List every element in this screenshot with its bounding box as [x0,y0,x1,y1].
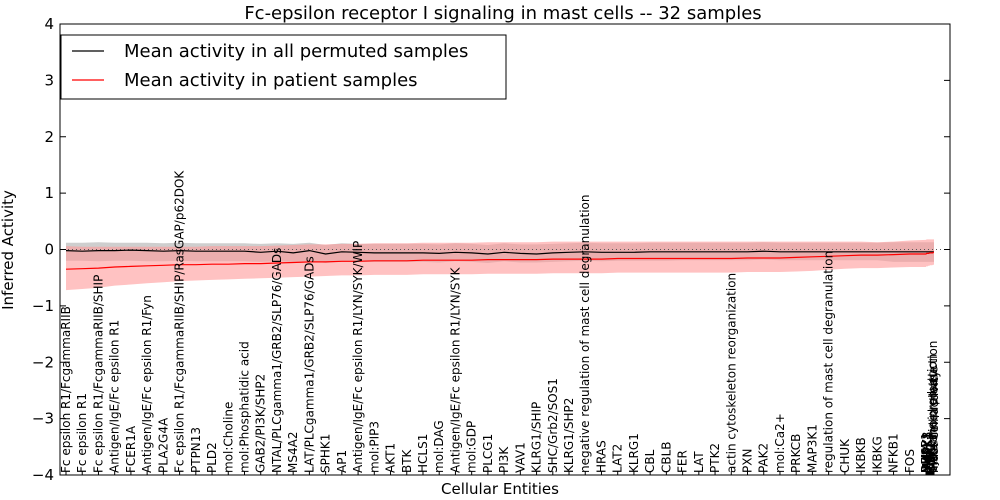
x-tick-label: IL3 [924,455,938,473]
x-tick-label: PTK2 [708,443,722,473]
x-tick-label: Antigen/IgE/Fc epsilon R1 [108,320,122,473]
x-tick-label: KLRG1/SHIP [530,402,544,473]
x-tick-label: IL13 [922,448,936,474]
x-tick-label: LAT/PLCgamma1/GRB2/SLP76/GADs [302,256,316,473]
x-tick-label: FER [676,450,690,473]
x-tick-label: IL5 [923,455,937,473]
x-tick-label: mast cell activity [927,370,941,473]
plot-frame [59,23,951,476]
y-tick-label: 4 [44,15,54,33]
x-tick-label: PXN [741,449,755,473]
x-tick-label: NFKB1 [887,433,901,473]
line-series-1 [65,251,934,270]
x-tick-label: negative regulation of mast cell degranu… [578,194,592,473]
x-tick-label: CHUK [838,438,852,473]
y-tick-label: 2 [44,128,54,146]
x-tick-label: CBLB [659,441,673,473]
legend: Mean activity in all permuted samplesMea… [60,34,507,100]
x-tick-label: HCLS1 [416,434,430,473]
x-tick-label: Antigen/IgE/Fc epsilon R1/LYN/SYK [448,266,462,473]
x-tick-label: PLCG1 [481,434,495,473]
line-series-0 [65,249,934,255]
x-tick-label: HRAS [595,440,609,473]
x-tick-label: NTAL/PLCgamma1/GRB2/SLP76/GADs [270,248,284,473]
x-tick-label: mol:GDP [465,421,479,473]
y-tick-label: 3 [44,71,54,89]
x-tick-label: SPHK1 [319,434,333,473]
series-lines [65,249,934,270]
y-axis-label: Inferred Activity [0,190,17,310]
y-tick-label: −3 [32,410,54,428]
x-tick-label: KLRG1 [627,433,641,473]
x-tick-label: cytokine production [925,354,939,473]
chart-title: Fc-epsilon receptor I signaling in mast … [244,3,761,24]
y-ticks: −4 −3 −2 −1 0 1 2 3 4 [32,15,950,484]
x-tick-label: regulation of mast cell degranulation [822,251,836,473]
y-tick-label: −1 [32,297,54,315]
x-tick-label: MAPK3 [921,432,935,473]
x-tick-label: mol:Choline [221,402,235,473]
x-tick-label: RELA [919,441,933,473]
x-tick-label: IKBKB [854,437,868,473]
x-tick-label: Fc epsilon R1 [75,393,89,473]
x-tick-label: Fc epsilon R1/FcgammaRIIB/SHIP/RasGAP/p6… [173,170,187,473]
x-tick-label: Fc epsilon R1/FcgammaRIIB [59,306,73,473]
x-tick-label: eicosanoid production [926,341,940,473]
x-tick-label: PTPN13 [189,427,203,473]
x-tick-label: mol:Ca2+ [773,413,787,473]
x-axis-label: Cellular Entities [441,480,559,498]
x-tick-label: Antigen/IgE/Fc epsilon R1/Fyn [140,295,154,473]
x-tick-label: histamine release [926,366,940,473]
x-tick-label: PLA2G4A [156,417,170,473]
x-tick-label: LAT2 [611,444,625,473]
x-tick-label: mol:PIP3 [367,421,381,473]
x-tick-label: MS4A2 [286,432,300,473]
y-tick-label: −2 [32,353,54,371]
y-tick-label: 0 [44,241,54,259]
legend-label: Mean activity in patient samples [124,70,418,91]
x-tick-label: BTK [400,448,414,473]
y-tick-label: −4 [32,466,54,484]
x-tick-label: PRKCB [789,434,803,473]
legend-label: Mean activity in all permuted samples [124,41,468,62]
x-tick-label: FOS [903,449,917,473]
x-tick-label: Antigen/IgE/Fc epsilon R1/LYN/SYK/WIP [351,241,365,473]
x-tick-label: IL4 [922,455,936,473]
x-tick-label: PI3K [497,446,511,473]
x-tick-label: CBL [643,449,657,473]
y-tick-label: 1 [44,184,54,202]
x-tick-label: mol:Phosphatidic acid [238,341,252,473]
x-tick-label: PLD2 [205,442,219,473]
x-tick-label: FCER1A [124,425,138,473]
x-tick-label: LAT [692,451,706,473]
x-tick-label: TNF [925,450,939,474]
x-tick-label: MAPK8 [920,432,934,473]
x-tick-label: PAK2 [757,443,771,473]
legend-box [60,34,507,100]
x-tick-label: MAP3K1 [805,424,819,473]
x-tick-label: AP1 [335,450,349,473]
x-tick-label: VAV1 [513,442,527,473]
x-tick-label: AKT1 [384,443,398,473]
x-tick-label: mol:DAG [432,420,446,473]
x-tick-label: DUSP1 [919,432,933,473]
x-tick-label: Fc epsilon R1/FcgammaRIIB/SHIP [92,275,106,473]
x-tick-label: CSF2 [924,442,938,473]
x-tick-label: MAPK1 [921,432,935,473]
x-tick-label: GAB2/PI3K/SHP2 [254,374,268,473]
x-tick-label: SHC/Grb2/SOS1 [546,378,560,473]
x-tick-label: KLRG1/SHP2 [562,398,576,473]
x-tick-label: JUN [920,452,934,474]
x-tick-label: IKBKG [870,436,884,473]
x-tick-label: actin cytoskeleton reorganization [724,273,738,473]
